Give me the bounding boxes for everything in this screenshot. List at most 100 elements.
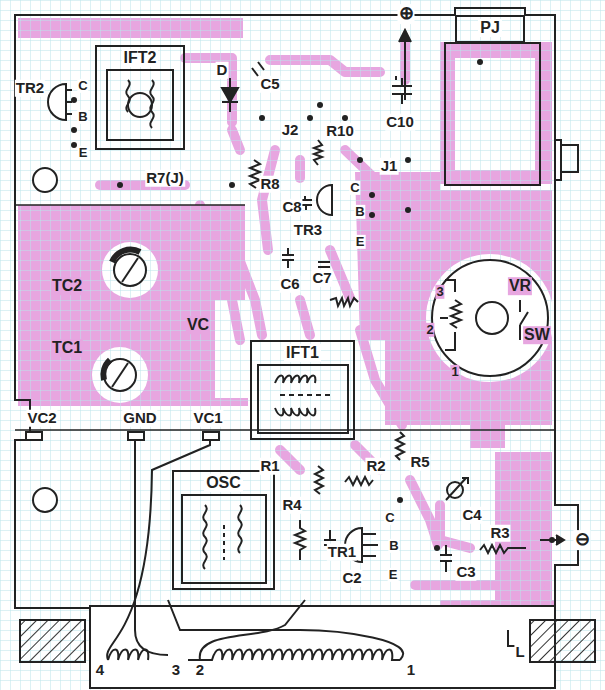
part-label: C2 — [341, 570, 362, 587]
solder-pad — [342, 115, 348, 121]
component-symbol — [238, 505, 241, 553]
solder-pad — [397, 497, 403, 503]
part-label: TC2 — [51, 277, 83, 295]
board-outline — [15, 8, 578, 608]
component-symbol — [103, 360, 110, 380]
part-label: R7(J) — [145, 170, 185, 187]
component-symbol — [182, 495, 266, 583]
component-symbol — [540, 535, 564, 545]
component-symbol — [104, 359, 136, 391]
component-symbol — [112, 250, 140, 262]
part-label: R4 — [281, 497, 302, 514]
part-label: B — [388, 539, 399, 553]
component-box: IFT2 — [95, 45, 185, 150]
part-label: B — [77, 110, 88, 124]
component-symbol — [126, 80, 129, 112]
solder-pad — [317, 102, 323, 108]
board-outline — [33, 488, 57, 512]
antenna-coil — [107, 432, 210, 660]
component-symbol — [203, 505, 206, 569]
part-label: R3 — [489, 525, 510, 542]
solder-pad — [477, 59, 483, 65]
solder-pad — [71, 97, 77, 103]
part-label: GND — [122, 410, 157, 427]
antenna-coil — [108, 650, 400, 661]
component-symbol — [275, 376, 315, 384]
part-label: ⊖ — [574, 530, 591, 550]
component-symbol — [451, 300, 461, 328]
part-label: VC — [186, 316, 210, 334]
component-symbol — [112, 363, 128, 387]
component-symbol — [476, 302, 508, 334]
terminal-pad — [26, 432, 42, 440]
component-symbol — [446, 478, 468, 500]
component-symbol — [223, 525, 225, 560]
component-symbol — [66, 90, 72, 114]
component-symbol — [315, 466, 323, 494]
part-label: VC2 — [26, 410, 57, 427]
part-label: E — [355, 235, 366, 249]
solder-pad — [549, 537, 555, 543]
component-symbol — [330, 298, 358, 306]
solder-pad — [259, 115, 265, 121]
board-outline — [33, 168, 57, 192]
component-name: IFT2 — [122, 49, 159, 67]
part-label: 4 — [95, 662, 105, 679]
component-symbol — [282, 248, 294, 268]
part-label: J2 — [281, 122, 300, 139]
part-label: TC1 — [51, 339, 83, 357]
board-outline — [445, 43, 540, 185]
component-box: OSC — [172, 470, 275, 590]
component-box: IFT1 — [250, 340, 355, 440]
solder-pad — [71, 59, 555, 551]
component-symbol — [222, 78, 238, 112]
component-name: IFT1 — [284, 344, 321, 362]
component-symbol — [114, 254, 146, 286]
component-name: PJ — [478, 19, 502, 37]
holder — [20, 606, 595, 688]
holder — [90, 606, 555, 688]
solder-pad — [405, 157, 411, 163]
part-label: TR3 — [293, 222, 323, 239]
component-symbol — [362, 534, 378, 556]
part-label: C7 — [311, 270, 332, 287]
part-label: C8 — [281, 199, 302, 216]
solder-pad — [307, 115, 313, 121]
board-outline — [15, 8, 578, 608]
component-symbol — [252, 62, 264, 76]
part-label: J1 — [380, 158, 399, 175]
part-label: B — [354, 205, 365, 219]
part-label: TR1 — [327, 544, 357, 561]
component-symbol — [258, 365, 348, 433]
component-symbol — [314, 140, 322, 165]
board-outline — [15, 204, 245, 206]
component-symbol — [318, 262, 330, 267]
solder-pad — [434, 545, 440, 551]
terminal-pad — [203, 432, 219, 440]
solder-pad — [357, 157, 363, 163]
part-label: 3 — [435, 285, 444, 299]
holder — [20, 620, 85, 662]
holder — [530, 620, 595, 662]
part-label: D — [216, 62, 229, 79]
part-label: R5 — [409, 454, 430, 471]
part-label: R10 — [325, 123, 355, 140]
antenna-coil — [168, 600, 403, 660]
component-symbol — [345, 477, 373, 485]
component-symbol — [150, 80, 153, 128]
component-name: OSC — [204, 474, 243, 492]
solder-pad — [369, 192, 375, 198]
component-symbol — [122, 258, 138, 282]
part-label: 3 — [171, 662, 181, 679]
component-symbol — [107, 70, 173, 140]
component-symbol — [432, 260, 548, 376]
solder-pad — [405, 207, 411, 213]
solder-pad — [117, 182, 123, 188]
component-symbol — [48, 84, 66, 120]
solder-pad — [71, 127, 77, 133]
part-label: C5 — [259, 76, 280, 93]
part-label: 1 — [406, 662, 416, 679]
